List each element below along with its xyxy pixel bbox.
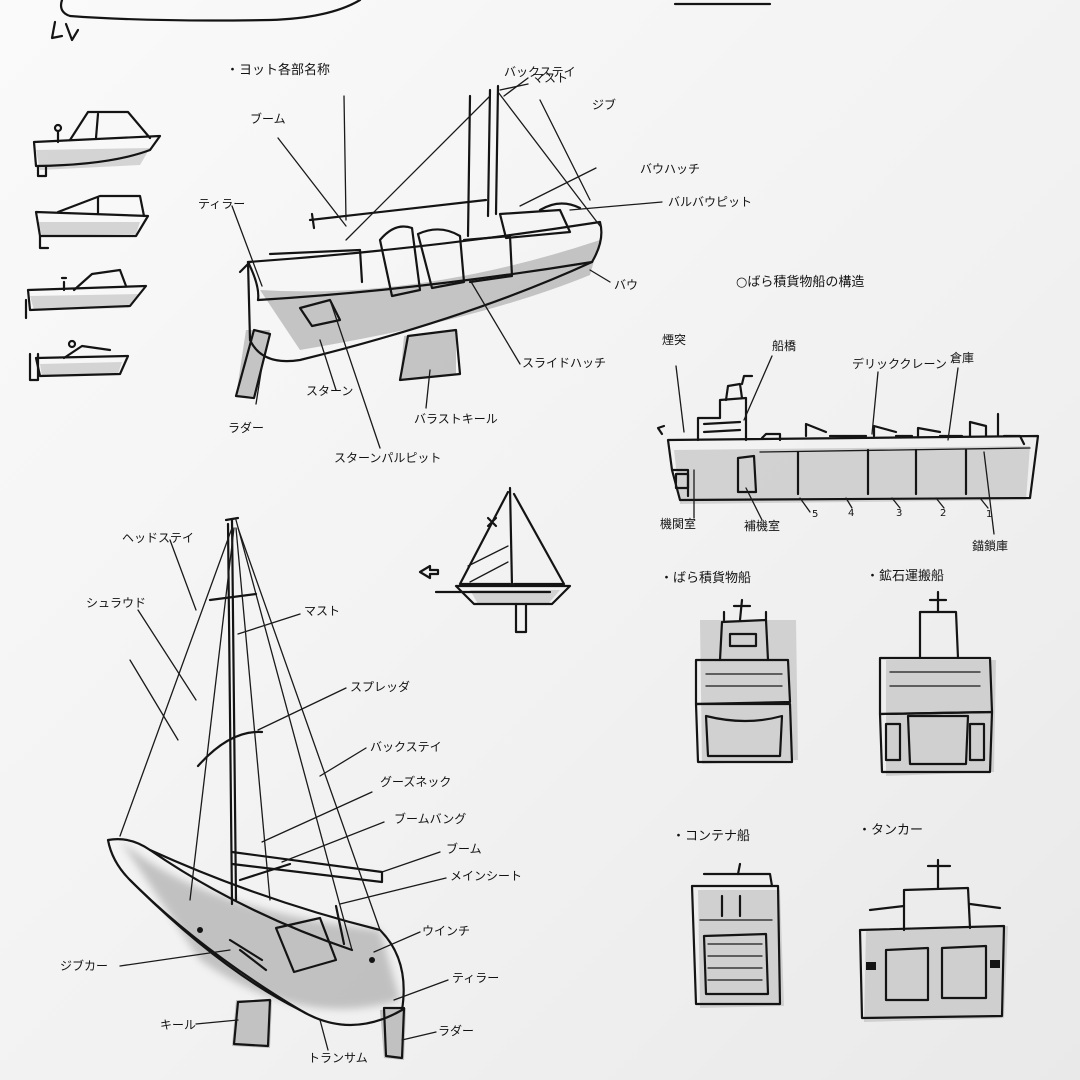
label-winch: ウインチ (422, 924, 471, 938)
hold-number: 2 (940, 508, 947, 519)
hold-number: 4 (848, 508, 855, 519)
label-boom-vang: ブームバング (394, 812, 467, 826)
label-headstay: ヘッドステイ (122, 531, 195, 545)
label-gooseneck: グーズネック (380, 775, 452, 789)
label-engine-room: 機関室 (660, 517, 697, 531)
label-boom-rig: ブーム (446, 842, 482, 856)
hold-number: 5 (812, 509, 819, 520)
label-mast-upper: マスト (532, 71, 569, 85)
label-bow-pulpit: バルバウピット (668, 195, 753, 209)
small-sailboat-sketch (418, 486, 572, 634)
label-funnel: 煙突 (662, 333, 687, 347)
label-ballast-keel: バラストキール (414, 412, 498, 426)
label-bow: バウ (614, 278, 639, 292)
motorboat-sketch-3 (24, 268, 148, 320)
label-hold: 倉庫 (950, 351, 975, 365)
label-boom-upper: ブーム (250, 112, 286, 126)
bulk-carrier-side-profile (656, 374, 1040, 504)
cargo-ship-title: ○ばら積貨物船の構造 (736, 275, 865, 290)
motorboat-sketch-1 (32, 110, 162, 178)
label-keel: キール (160, 1018, 197, 1032)
tanker-front-view (858, 858, 1008, 1022)
label-bridge: 船橋 (772, 339, 797, 353)
label-aux-room: 補機室 (744, 519, 781, 533)
label-anchor-locker: 錨鎖庫 (972, 539, 1009, 553)
label-mast-rig: マスト (304, 604, 341, 618)
label-tiller-rig: ティラー (452, 971, 500, 985)
yacht-leader-lines (231, 77, 663, 449)
label-jib: ジブ (592, 98, 617, 112)
label-jib-car: ジブカー (60, 959, 109, 973)
label-transom: トランサム (308, 1051, 368, 1065)
label-backstay-rig: バックステイ (370, 740, 442, 754)
container-ship-title: ・コンテナ船 (672, 829, 751, 844)
label-tiller-upper: ティラー (198, 197, 246, 211)
motorboat-sketch-2 (34, 194, 150, 250)
tanker-title: ・タンカー (858, 823, 924, 838)
label-backstay-upper: バックステイ (504, 65, 576, 79)
yacht-perspective-sketch (234, 84, 603, 400)
label-shroud: シュラウド (86, 596, 147, 610)
label-stern-pulpit: スターンパルピット (334, 451, 442, 465)
label-derrick-crane: デリッククレーン (852, 357, 947, 371)
label-mainsheet: メインシート (450, 869, 523, 883)
yacht-parts-title: ・ヨット各部名称 (226, 63, 331, 78)
label-slide-hatch: スライドハッチ (522, 356, 607, 370)
label-stern: スターン (306, 384, 354, 398)
hold-number: 1 (986, 509, 993, 520)
label-bow-hatch: バウハッチ (640, 162, 701, 176)
big-sailboat-sketch (106, 516, 406, 1060)
bulk-carrier-front-view (694, 598, 798, 764)
motorboat-sketch-4 (28, 339, 130, 382)
top-edge-scribble (50, 0, 772, 42)
rig-leader-lines (119, 539, 449, 1051)
label-rudder-rig: ラダー (438, 1024, 475, 1038)
ore-carrier-front-view (878, 590, 996, 776)
hold-number: 3 (896, 508, 903, 519)
ore-carrier-title: ・鉱石運搬船 (866, 569, 945, 584)
cargo-leader-lines (675, 355, 995, 535)
container-ship-front-view (690, 862, 784, 1008)
label-rudder-upper: ラダー (228, 421, 265, 435)
bulk-carrier-title: ・ばら積貨物船 (660, 571, 752, 586)
label-spreader: スプレッダ (350, 680, 411, 694)
